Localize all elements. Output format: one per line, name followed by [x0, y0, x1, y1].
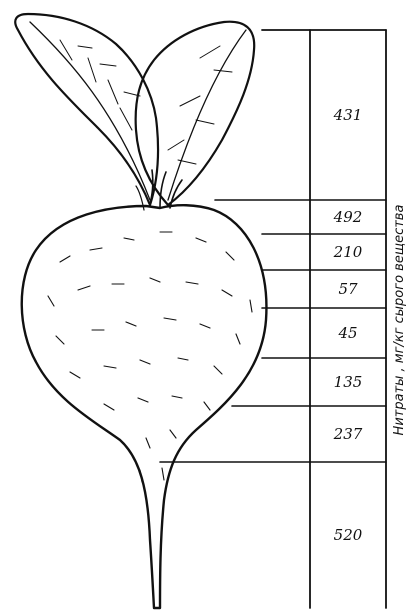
segment-value-8: 520: [334, 526, 363, 544]
segment-value-2: 492: [333, 208, 363, 226]
segment-value-3: 210: [333, 243, 363, 261]
segment-value-7: 237: [333, 425, 363, 443]
segment-value-5: 45: [337, 324, 357, 342]
nitrate-scale: 431 492 210 57 45 135 237 520: [160, 30, 386, 608]
segment-value-4: 57: [338, 280, 358, 298]
segment-values: 431 492 210 57 45 135 237 520: [333, 106, 363, 544]
segment-value-6: 135: [334, 373, 363, 391]
root-body: [22, 205, 267, 608]
axis-label: Нитраты , мг/кг сырого вещества: [392, 205, 407, 436]
segment-value-1: 431: [333, 106, 363, 124]
beet-illustration: [15, 14, 266, 608]
